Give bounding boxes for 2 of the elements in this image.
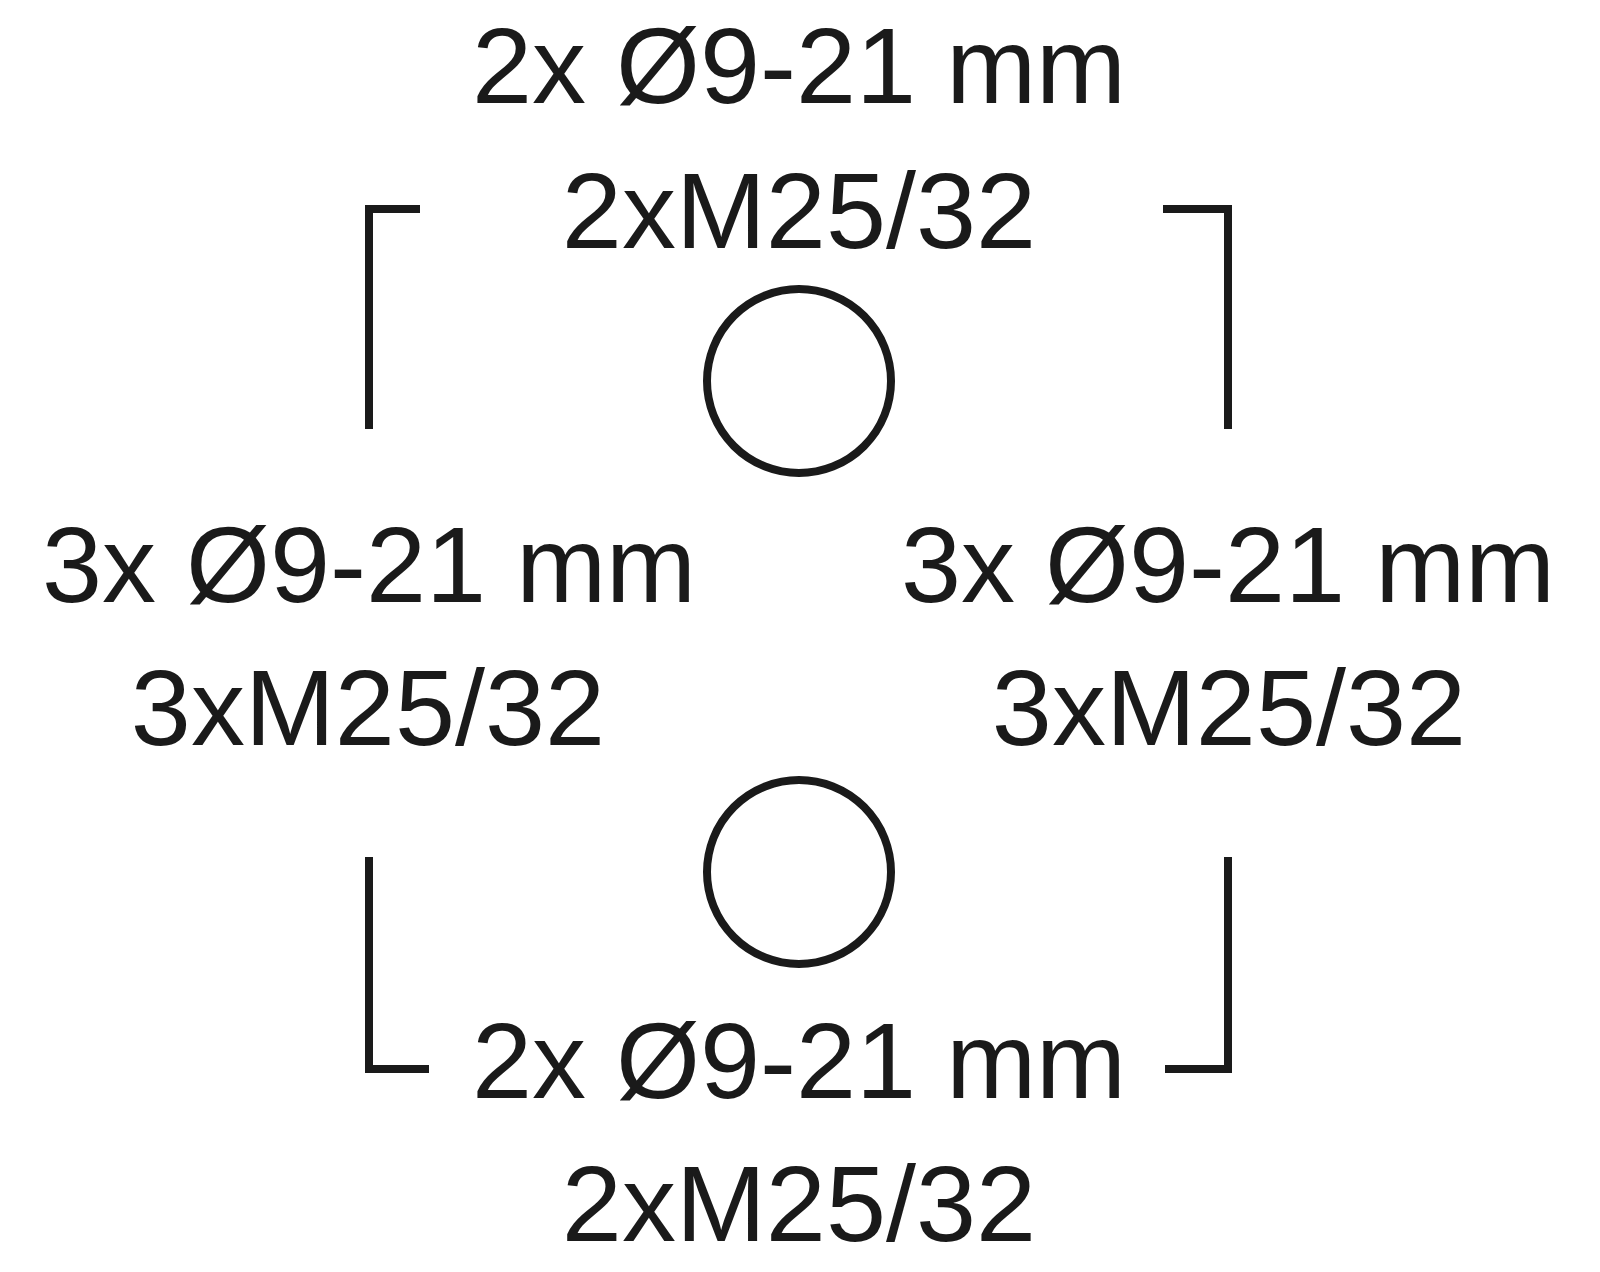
cable-entry-circle [702,775,896,969]
cable-entry-circle [702,284,896,478]
